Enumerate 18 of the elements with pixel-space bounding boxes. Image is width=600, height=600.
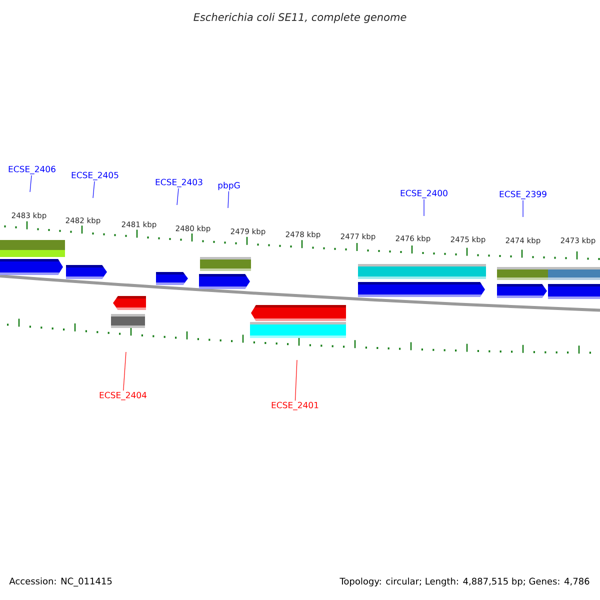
leader-line <box>522 200 524 218</box>
gene-label: ECSE_2405 <box>72 172 118 180</box>
leader-line <box>294 360 298 401</box>
gene-label: ECSE_2400 <box>400 190 448 198</box>
leader-line <box>123 352 126 391</box>
gene-label: ECSE_2404 <box>100 392 146 400</box>
leader-line <box>92 181 95 198</box>
title: Escherichia coli SE11, complete genome <box>194 12 406 24</box>
gene-label: ECSE_2406 <box>8 166 56 174</box>
leader-line <box>176 188 179 206</box>
gene-label: ECSE_2401 <box>272 402 318 410</box>
leader-line <box>228 191 230 208</box>
gene-label: ECSE_2403 <box>156 178 202 188</box>
leader-line <box>30 175 32 192</box>
accession-text: Accession: NC_011415 <box>9 578 112 586</box>
genome-info-text: Topology: circular; Length: 4,887,515 bp; Genes: 4,786 <box>340 578 590 586</box>
gene-label: pbpG <box>218 182 240 190</box>
gene-label: ECSE_2399 <box>500 190 546 200</box>
